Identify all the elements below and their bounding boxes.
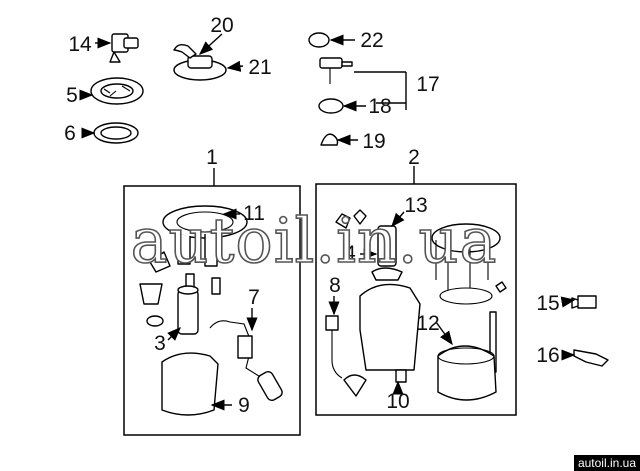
callout-1: 1 bbox=[206, 146, 218, 169]
fitting-part-17 bbox=[319, 57, 353, 84]
callout-5: 5 bbox=[66, 84, 78, 107]
callout-7: 7 bbox=[248, 286, 260, 309]
leader-arrows bbox=[79, 33, 576, 411]
seal-ring-part-5 bbox=[90, 77, 144, 105]
callout-11: 11 bbox=[243, 202, 265, 225]
washer-part-22 bbox=[308, 32, 330, 48]
gasket-part-6 bbox=[93, 122, 139, 144]
cap-part-19 bbox=[320, 133, 339, 146]
watermark-text: autoil.in.ua bbox=[131, 204, 498, 277]
assembly-box-1 bbox=[123, 185, 301, 436]
callout-9: 9 bbox=[238, 394, 250, 417]
callout-2: 2 bbox=[408, 146, 420, 169]
callout-19: 19 bbox=[362, 130, 385, 153]
callout-21: 21 bbox=[248, 56, 271, 79]
callout-8: 8 bbox=[329, 274, 341, 297]
valve-part-14 bbox=[109, 33, 139, 63]
pump-cover-part-21 bbox=[173, 43, 227, 81]
callout-22: 22 bbox=[360, 29, 383, 52]
callout-13: 13 bbox=[404, 194, 427, 217]
callout-15: 15 bbox=[536, 292, 559, 315]
assembly-box-2 bbox=[315, 183, 517, 416]
o-ring-part-18 bbox=[318, 98, 344, 114]
callout-18: 18 bbox=[368, 95, 391, 118]
bracket-part-16 bbox=[573, 349, 609, 367]
bracket-part-15 bbox=[571, 295, 597, 309]
callout-4: 4 bbox=[344, 242, 356, 265]
callout-16: 16 bbox=[536, 344, 559, 367]
callout-12: 12 bbox=[416, 312, 439, 335]
callout-3: 3 bbox=[154, 332, 166, 355]
site-badge[interactable]: autoil.in.ua bbox=[573, 455, 640, 471]
callout-6: 6 bbox=[64, 122, 76, 145]
callout-17: 17 bbox=[416, 73, 439, 96]
callout-14: 14 bbox=[68, 33, 92, 56]
pump-module-box-2 bbox=[325, 209, 507, 401]
callout-20: 20 bbox=[210, 14, 233, 37]
callout-10: 10 bbox=[386, 390, 409, 413]
